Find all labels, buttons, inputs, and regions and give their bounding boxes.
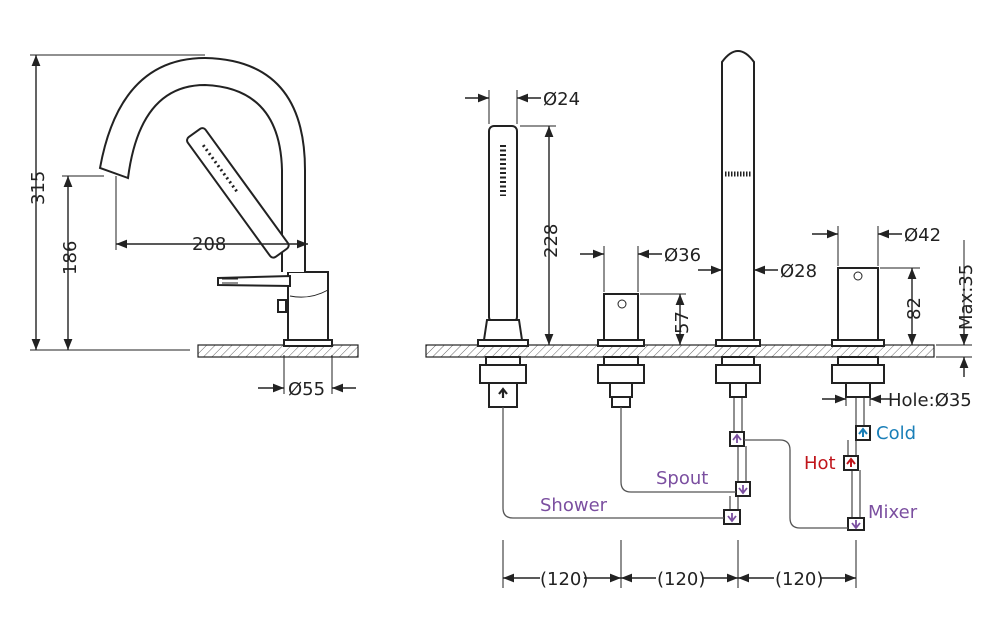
dim-handset-length: 228 (541, 224, 562, 258)
side-view: 315 186 208 Ø55 (28, 54, 359, 400)
dim-diverter-dia: Ø36 (664, 245, 701, 266)
dim-spacing-3: (120) (775, 569, 823, 590)
hose-shower (502, 407, 724, 519)
dim-hole: Hole:Ø35 (888, 390, 972, 411)
dim-max-thickness: Max:35 (956, 264, 977, 330)
side-lever (217, 274, 291, 288)
dim-base-dia: Ø55 (288, 379, 325, 400)
label-shower: Shower (540, 495, 608, 516)
dim-height-total: 315 (28, 171, 49, 205)
dim-mixer-height: 82 (904, 297, 925, 320)
dim-handset-dia: Ø24 (543, 89, 580, 110)
dim-height-spout: 186 (60, 241, 81, 275)
label-mixer: Mixer (868, 502, 918, 523)
label-spout: Spout (656, 468, 708, 489)
label-cold: Cold (876, 423, 916, 444)
dim-mixer-dia: Ø42 (904, 225, 941, 246)
dim-spout-dia: Ø28 (780, 261, 817, 282)
side-handset (186, 127, 290, 259)
hose-mixer (744, 439, 848, 529)
handset (477, 125, 529, 408)
front-view: Ø24 228 Ø36 57 Ø28 Ø42 82 (425, 50, 977, 590)
spout (715, 50, 761, 525)
dim-spacing-2: (120) (657, 569, 705, 590)
deck-surface-left (197, 344, 359, 358)
dim-reach: 208 (192, 234, 226, 255)
mixer-body (831, 267, 885, 531)
dim-diverter-height: 57 (672, 311, 693, 334)
label-hot: Hot (804, 453, 836, 474)
hose-spout (620, 407, 736, 493)
side-body (287, 271, 329, 343)
dim-spacing-1: (120) (540, 569, 588, 590)
